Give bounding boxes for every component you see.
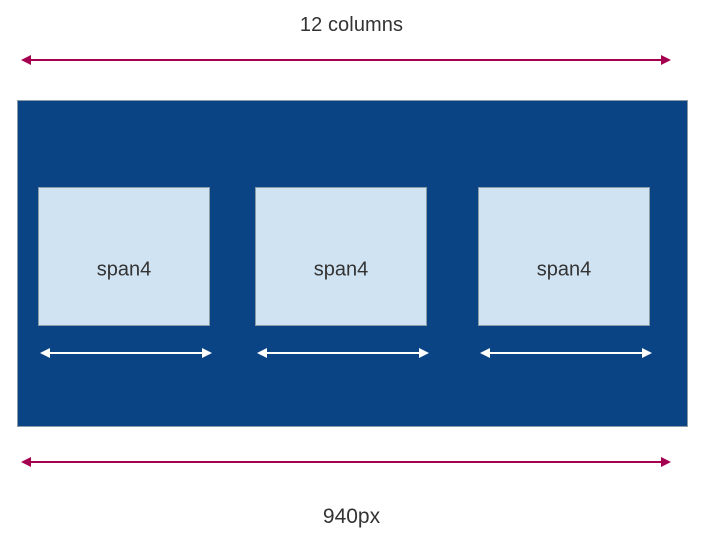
column-measure-arrow-3 — [480, 348, 652, 358]
row-container: span4 span4 — [17, 100, 688, 427]
column-box-2-label: span4 — [313, 258, 369, 281]
column-measure-arrow-2 — [257, 348, 429, 358]
bottom-measure-label: 940px — [322, 505, 381, 528]
top-measure-label: 12 columns — [299, 14, 404, 36]
top-measure-arrow — [21, 55, 671, 65]
column-box-1[interactable]: span4 — [38, 187, 210, 326]
column-box-3-label: span4 — [536, 258, 592, 281]
column-box-1-label: span4 — [96, 258, 152, 281]
column-box-2[interactable]: span4 — [255, 187, 427, 326]
bottom-measure-arrow — [21, 457, 671, 467]
column-box-3[interactable]: span4 — [478, 187, 650, 326]
column-measure-arrow-1 — [40, 348, 212, 358]
